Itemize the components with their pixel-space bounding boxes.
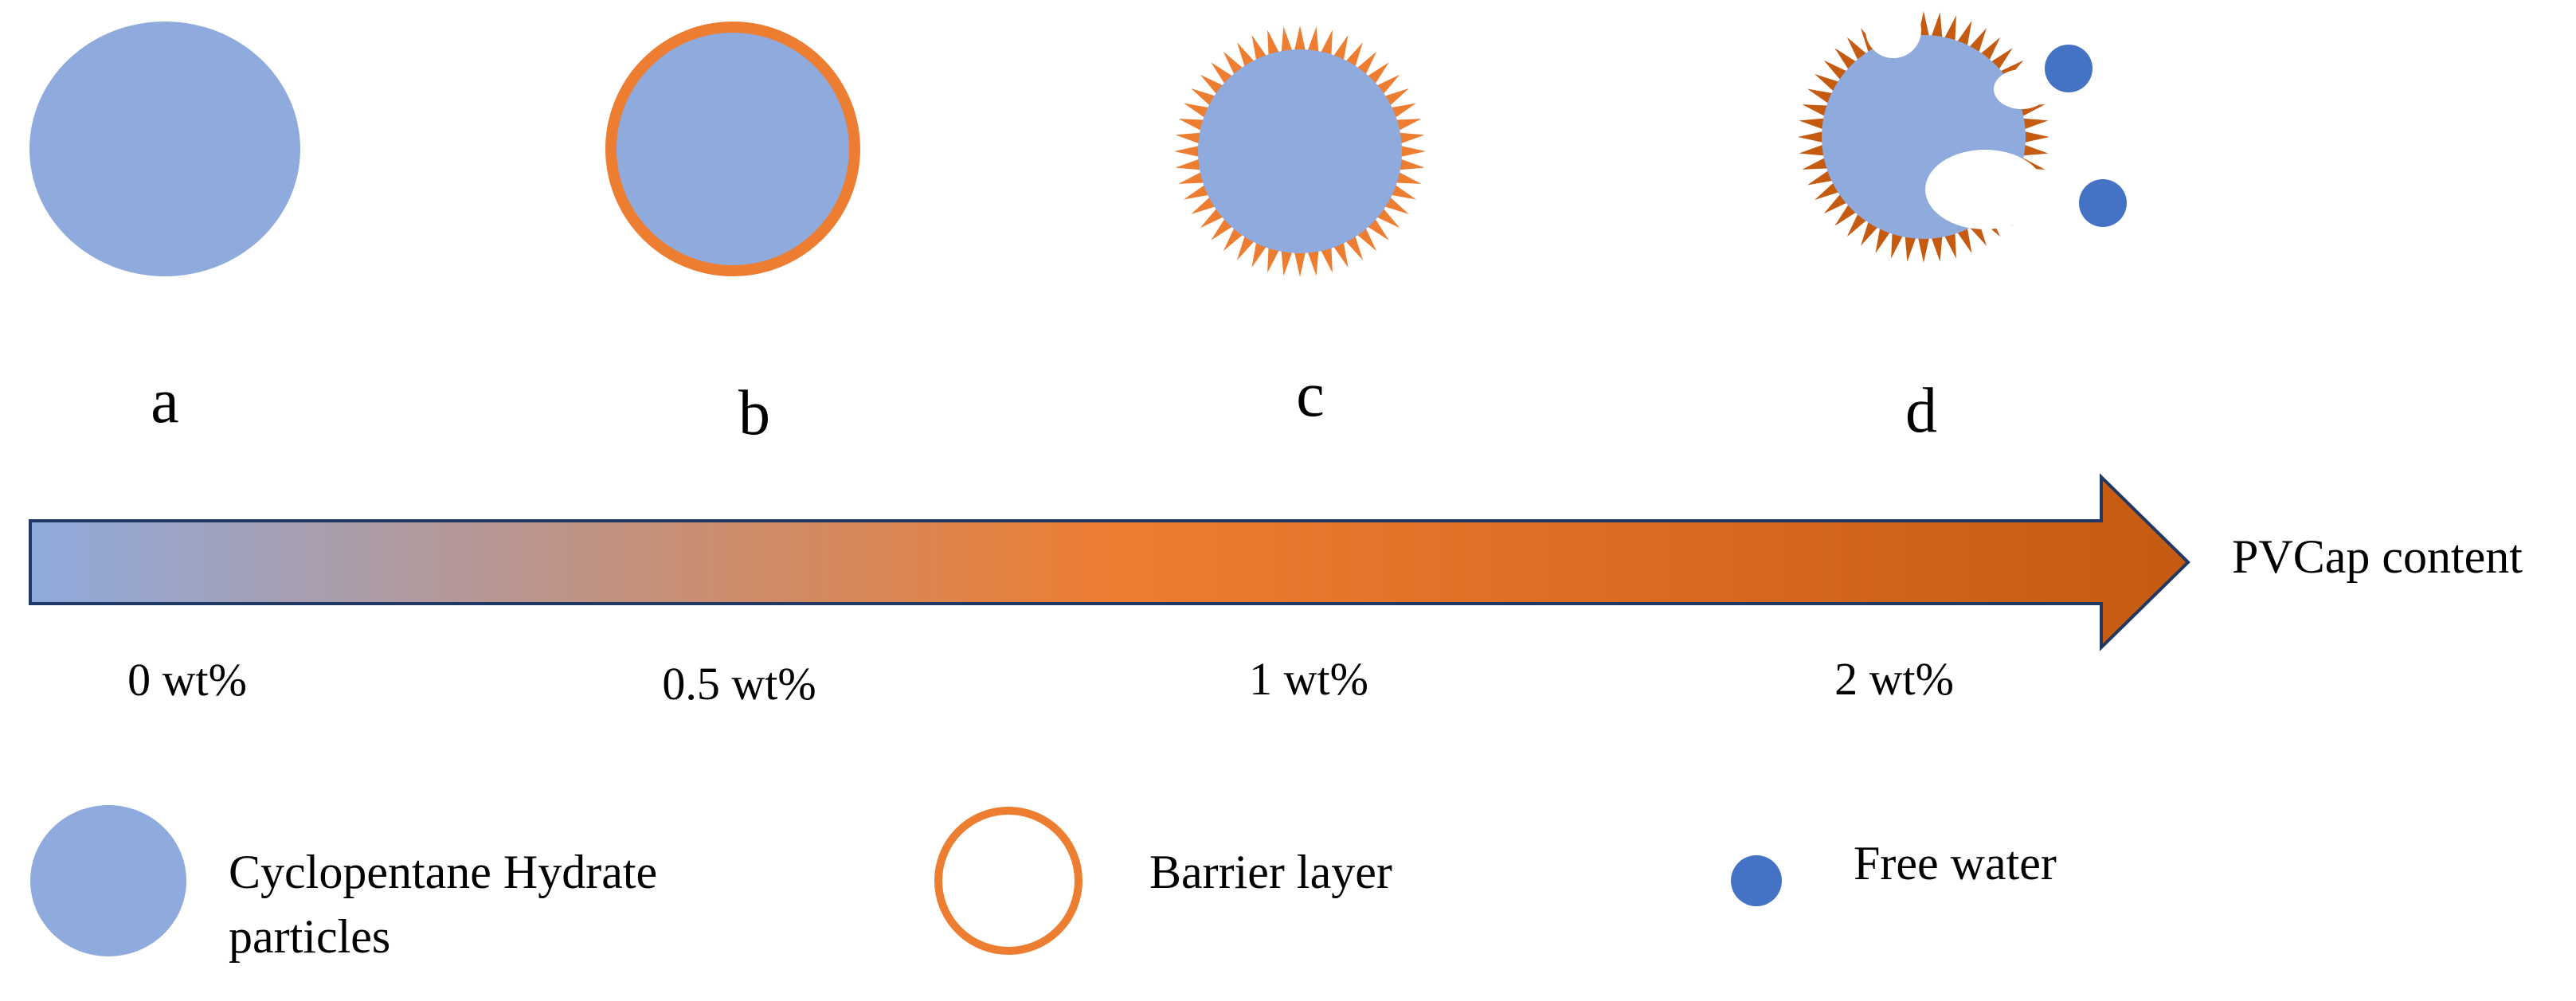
legend-label-barrier: Barrier layer	[1149, 846, 1392, 898]
concentration-label-d: 2 wt%	[1834, 653, 1954, 705]
legend: Cyclopentane Hydrate particles Barrier l…	[30, 805, 2057, 963]
dissolution-notch	[1865, 2, 1921, 58]
hydrate-particle-with-barrier	[605, 22, 860, 276]
arrow-label: PVCap content	[2232, 530, 2523, 583]
pvcap-content-arrow	[29, 473, 2190, 651]
dissolution-notch	[1994, 69, 2049, 109]
hydrate-particle-icon	[30, 805, 186, 956]
barrier-ring-icon	[934, 807, 1082, 955]
free-water-droplet	[2079, 179, 2127, 227]
stage-b-particle	[605, 22, 860, 276]
concentration-label-a: 0 wt%	[127, 654, 247, 706]
dissolution-notch	[1925, 150, 2045, 229]
stage-label-c: c	[1296, 360, 1325, 430]
stage-label-a: a	[151, 366, 179, 436]
hydrate-particle	[29, 22, 300, 276]
concentration-label-c: 1 wt%	[1249, 653, 1368, 705]
legend-label-free-water: Free water	[1854, 837, 2057, 890]
free-water-droplet	[2045, 45, 2093, 92]
legend-label-hydrate-line2: particles	[229, 910, 390, 963]
stage-label-b: b	[738, 378, 770, 448]
legend-label-hydrate-line1: Cyclopentane Hydrate	[229, 846, 657, 898]
stage-c-particle	[1174, 25, 1426, 277]
legend-item-free-water: Free water	[1731, 837, 2057, 906]
free-water-icon	[1731, 855, 1782, 906]
hydrate-particle-core	[1198, 49, 1402, 253]
stage-a-particle	[29, 22, 300, 276]
stage-d-particle	[1798, 2, 2127, 263]
stage-label-d: d	[1905, 376, 1937, 446]
concentration-label-b: 0.5 wt%	[662, 658, 816, 710]
legend-item-hydrate: Cyclopentane Hydrate particles	[30, 805, 657, 963]
legend-item-barrier: Barrier layer	[934, 807, 1392, 955]
